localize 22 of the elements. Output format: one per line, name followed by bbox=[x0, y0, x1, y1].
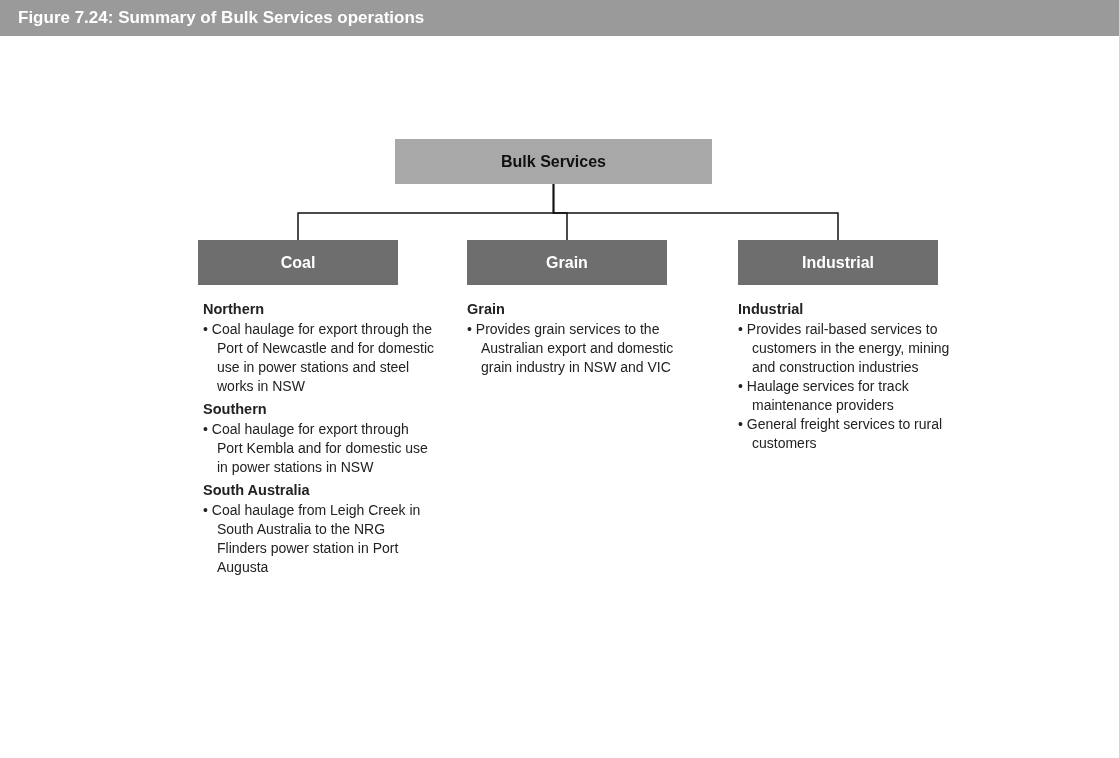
bullet-text: • Coal haulage for export through Port Kembla and for domestic use in power stations in NSW bbox=[203, 420, 429, 477]
category-box bbox=[198, 240, 398, 285]
section-heading: Northern bbox=[203, 300, 266, 319]
connector-line bbox=[552, 183, 839, 241]
bullet-text: • Provides grain services to the Australian export and domestic grain industry in NSW and VIC bbox=[467, 320, 675, 377]
box-label: Industrial bbox=[802, 253, 874, 272]
box-label: Bulk Services bbox=[501, 152, 606, 171]
section-heading: South Australia bbox=[203, 481, 311, 500]
bullet-text: • General freight services to rural customers bbox=[738, 415, 944, 453]
category-box bbox=[467, 240, 667, 285]
box-label: Grain bbox=[546, 253, 588, 272]
category-box bbox=[738, 240, 938, 285]
bullet-text: • Coal haulage from Leigh Creek in South Australia to the NRG Flinders power station in Port Augusta bbox=[203, 501, 422, 577]
section-heading: Southern bbox=[203, 400, 268, 419]
category-box bbox=[395, 139, 712, 184]
bullet-text: • Coal haulage for export through the Port of Newcastle and for domestic use in power stations and steel works in NSW bbox=[203, 320, 435, 396]
section-heading: Grain bbox=[467, 300, 506, 319]
box-label: Coal bbox=[280, 253, 316, 272]
figure-title: Figure 7.24: Summary of Bulk Services operations bbox=[18, 8, 425, 28]
bullet-text: • Provides rail-based services to customers in the energy, mining and construction industries bbox=[738, 320, 951, 377]
section-heading: Industrial bbox=[738, 300, 805, 319]
bullet-text: • Haulage services for track maintenance providers bbox=[738, 377, 910, 415]
